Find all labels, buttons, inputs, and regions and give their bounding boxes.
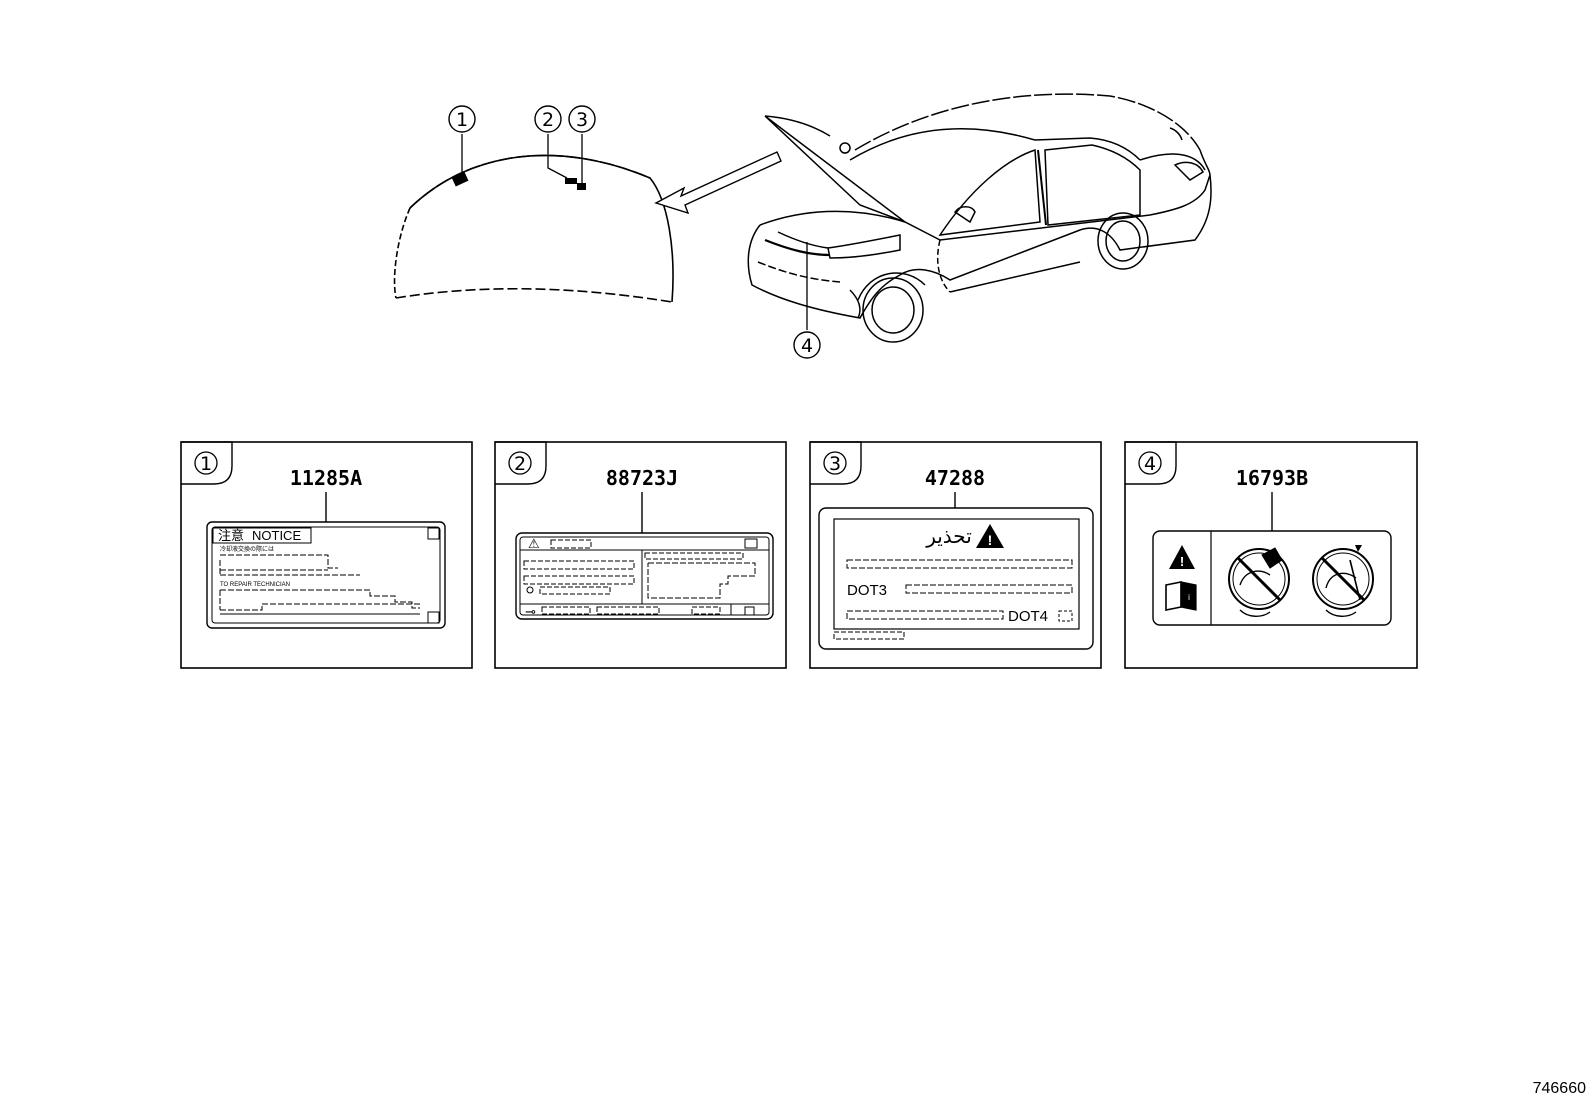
direction-arrow (654, 151, 782, 215)
panel-3-dot4: DOT4 (1008, 608, 1048, 625)
hood-label-1-marker (451, 171, 469, 187)
panel-4-number: 4 (1144, 453, 1156, 475)
panel-4-warning-icon (1169, 545, 1195, 569)
hood-illustration (393, 154, 674, 303)
panel-3-number: 3 (829, 453, 841, 475)
callout-4: 4 (793, 331, 821, 359)
panel-1-line-1: 冷却液交換の際には (220, 545, 274, 553)
svg-text:!: ! (1180, 554, 1184, 569)
hood-leaders (461, 134, 583, 183)
svg-text:2: 2 (542, 109, 554, 131)
panel-2-number: 2 (514, 453, 526, 475)
hood-label-2-marker (565, 178, 577, 184)
diagram-id: 746660 (1533, 1080, 1586, 1097)
svg-text:4: 4 (801, 335, 813, 357)
panel-1-part-no: 11285A (290, 466, 362, 490)
panel-3: 3 47288 ! تحذير DOT3 DOT4 (809, 441, 1102, 669)
panel-4-manual-icon: i (1165, 581, 1197, 611)
panel-1-number: 1 (200, 453, 212, 475)
hood-label-3-marker (577, 183, 586, 190)
panel-2: 2 88723J ⚠ ⊸ (494, 441, 787, 669)
svg-text:3: 3 (576, 109, 588, 131)
callout-1: 1 (448, 105, 476, 133)
panel-1-line-2: TO REPAIR TECHNICIAN (220, 582, 290, 588)
panel-2-key-icon: ⊸ (525, 604, 536, 619)
panel-2-warning-glyph: ⚠ (528, 536, 540, 551)
panel-1: 1 11285A 注意 NOTICE 冷却液交換の際には TO REPAIR T… (180, 441, 473, 669)
callout-3: 3 (568, 105, 596, 133)
car-illustration (747, 93, 1212, 343)
svg-text:1: 1 (456, 109, 468, 131)
panel-4: 4 16793B ! i (1124, 441, 1418, 669)
panel-3-part-no: 47288 (925, 466, 985, 490)
svg-text:i: i (1188, 593, 1190, 602)
svg-text:!: ! (988, 532, 993, 548)
panel-4-no-child-seat-icon (1228, 547, 1290, 617)
panel-4-part-no: 16793B (1236, 466, 1308, 490)
callout-2: 2 (534, 105, 562, 133)
panel-1-label-header: 注意 (218, 528, 244, 543)
panel-1-label-title: NOTICE (252, 528, 301, 543)
panel-3-warning-icon (976, 524, 1004, 548)
panel-3-arabic-title: تحذير (925, 524, 972, 548)
panel-3-dot3: DOT3 (847, 582, 887, 599)
panel-2-part-no: 88723J (606, 466, 678, 490)
panel-4-no-airbag-seat-icon (1312, 545, 1374, 617)
